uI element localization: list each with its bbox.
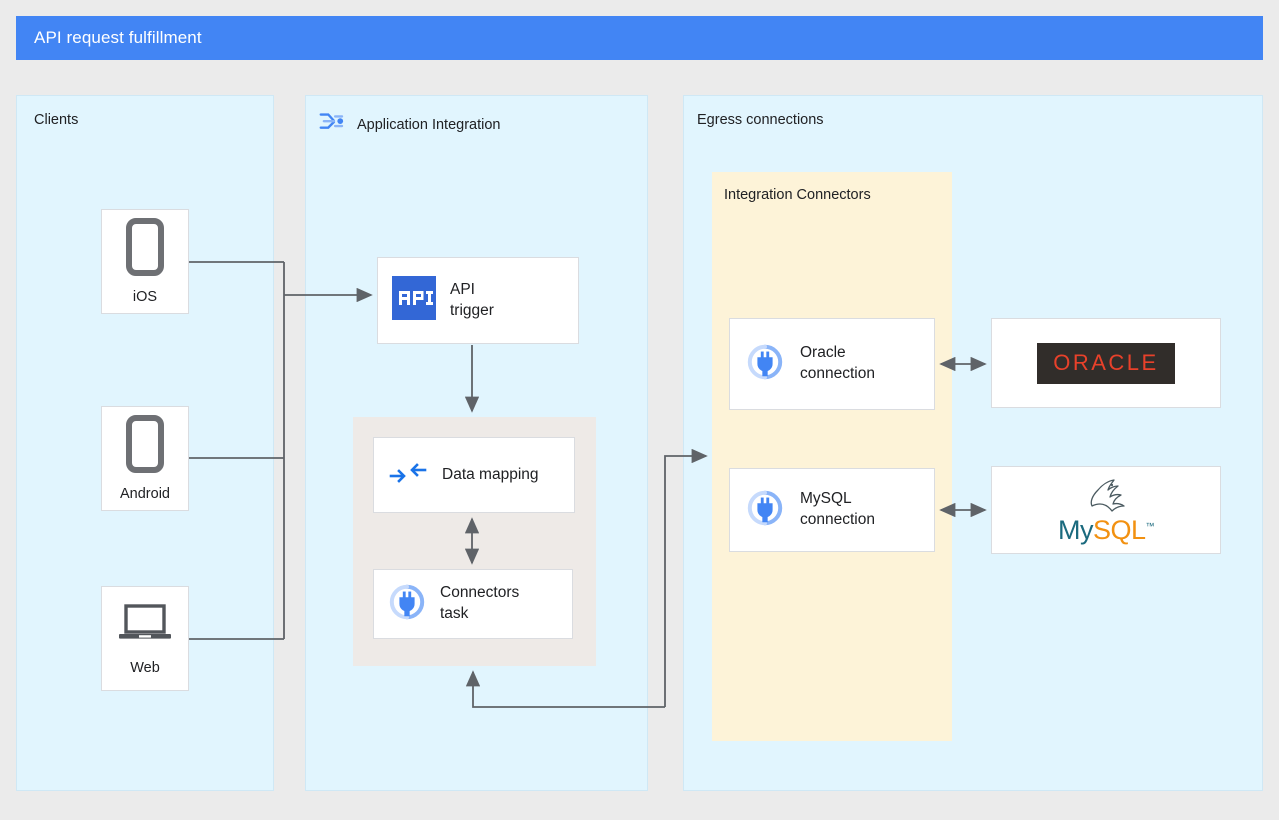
backend-card-oracle: ORACLE: [991, 318, 1221, 408]
mysql-text-sql: SQL: [1092, 515, 1146, 545]
connection-label-mysql: MySQL connection: [800, 490, 875, 528]
task-label-data-mapping: Data mapping: [442, 465, 539, 483]
task-card-data-mapping[interactable]: Data mapping: [373, 437, 575, 513]
diagram-header: API request fulfillment: [16, 16, 1263, 60]
task-label-api-trigger: API trigger: [450, 280, 494, 319]
laptop-icon: [117, 601, 173, 652]
panel-egress-label: Egress connections: [697, 112, 824, 128]
client-label-ios: iOS: [132, 289, 158, 305]
connection-card-oracle[interactable]: Oracle connection: [729, 318, 935, 410]
connectors-plug-icon: [388, 583, 426, 626]
connectors-plug-icon: [746, 343, 784, 386]
mobile-phone-icon: [123, 415, 167, 478]
oracle-logo-text: ORACLE: [1053, 349, 1159, 375]
panel-integration-connectors: Integration Connectors: [712, 172, 952, 741]
task-card-api-trigger[interactable]: API trigger: [377, 257, 579, 344]
panel-integration-connectors-label: Integration Connectors: [724, 187, 871, 203]
application-integration-header: Application Integration: [317, 107, 501, 142]
client-label-android: Android: [120, 486, 170, 502]
data-mapping-icon: [388, 458, 428, 493]
mysql-trademark: ™: [1145, 521, 1155, 531]
panel-clients-label: Clients: [34, 112, 79, 128]
backend-card-mysql: MySQL™: [991, 466, 1221, 554]
application-integration-icon: [317, 107, 347, 142]
page-title: API request fulfillment: [34, 28, 202, 47]
connection-label-oracle: Oracle connection: [800, 344, 875, 382]
mobile-phone-icon: [123, 218, 167, 281]
connection-card-mysql[interactable]: MySQL connection: [729, 468, 935, 552]
client-label-web: Web: [130, 660, 160, 676]
api-trigger-icon: [392, 276, 436, 325]
client-card-android[interactable]: Android: [101, 406, 189, 511]
mysql-text-my: My: [1057, 515, 1094, 545]
task-card-connectors[interactable]: Connectors task: [373, 569, 573, 639]
oracle-logo: ORACLE: [1037, 342, 1175, 384]
mysql-logo: MySQL™: [1058, 474, 1154, 546]
client-card-web[interactable]: Web: [101, 586, 189, 691]
mysql-dolphin-icon: [1074, 474, 1138, 519]
connectors-plug-icon: [746, 489, 784, 532]
client-card-ios[interactable]: iOS: [101, 209, 189, 314]
application-integration-label: Application Integration: [357, 116, 501, 133]
task-label-connectors: Connectors task: [440, 584, 520, 622]
mysql-wordmark: MySQL™: [1057, 515, 1155, 546]
